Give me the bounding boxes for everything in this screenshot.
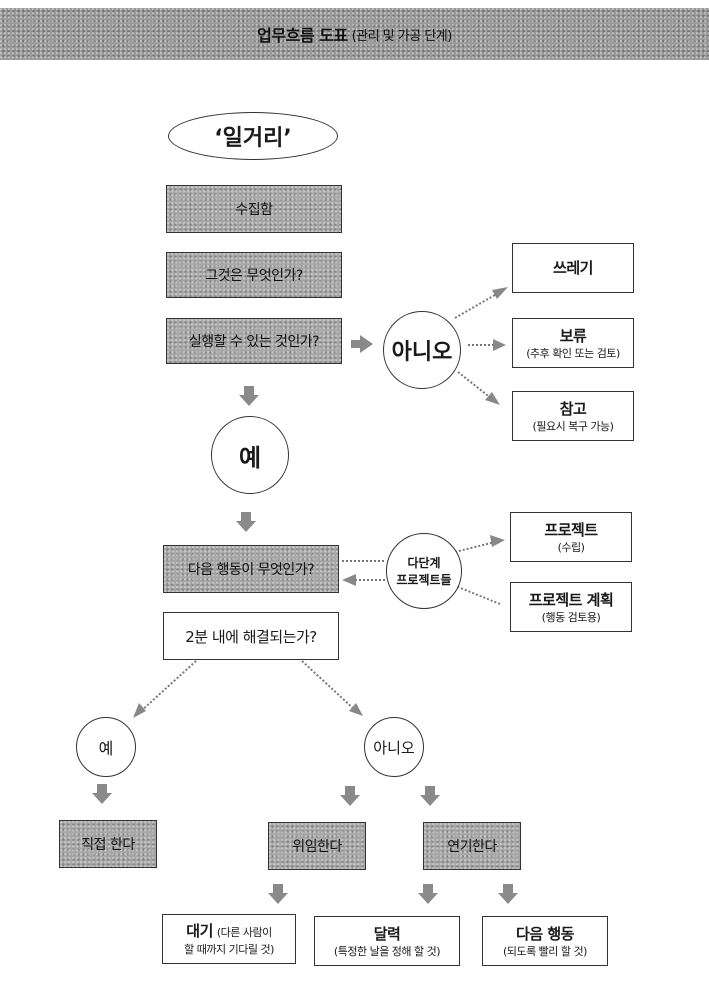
next-actions-label: 다음 행동 [516,924,574,943]
two-minutes-box: 2분 내에 해결되는가? [163,612,339,660]
no-top-circle: 아니오 [383,311,461,389]
do-it-box: 직접 한다 [59,820,157,868]
arrow-down-to-do-it [92,784,112,804]
arrow-down-to-waiting [268,884,288,904]
waiting-for-sub-inline: (다른 사람이 [216,926,272,939]
arrowhead-no-bottom [349,703,363,716]
line-two-min-to-no [301,660,356,711]
waiting-for-label: 대기 [186,922,213,940]
reference-label: 참고 [559,399,587,418]
defer-label: 연기한다 [447,839,497,855]
arrowhead-someday [493,339,506,351]
next-action-box: 다음 행동이 무엇인가? [163,545,339,593]
collect-box: 수집함 [166,185,342,233]
do-it-label: 직접 한다 [81,837,135,853]
next-actions-box: 다음 행동 (되도록 빨리 할 것) [482,916,608,966]
multi-step-line2: 프로젝트들 [396,573,452,587]
arrow-down-to-next-action [236,512,256,532]
no-top-label: 아니오 [391,340,453,365]
what-is-it-label: 그것은 무엇인가? [205,268,303,284]
delegate-label: 위임한다 [292,839,342,855]
actionable-box: 실행할 수 있는 것인가? [166,318,342,364]
no-bottom-label: 아니오 [373,738,415,757]
diagram-title: 업무흐름 도표 [257,26,348,45]
trash-label: 쓰레기 [553,259,593,277]
defer-box: 연기한다 [423,822,521,870]
someday-label: 보류 [559,326,587,345]
yes-top-label: 예 [238,443,262,472]
title-bar: 업무흐름 도표 (관리 및 가공 단계) [0,8,709,60]
yes-top-circle: 예 [211,416,289,494]
calendar-box: 달력 (특정한 날을 정해 할 것) [314,916,460,966]
waiting-for-box: 대기 (다른 사람이 할 때까지 기다릴 것) [162,914,296,964]
arrow-down-to-defer [420,786,440,806]
stuff-label: ‘일거리’ [214,126,292,151]
line-two-min-to-yes [139,660,197,713]
projects-sublabel: (수립) [557,540,585,554]
waiting-for-line1: 대기 (다른 사람이 [186,921,272,942]
next-action-label: 다음 행동이 무엇인가? [187,562,315,578]
no-bottom-circle: 아니오 [364,717,424,777]
yes-bottom-label: 예 [98,739,114,758]
project-plans-sublabel: (행동 검토용) [541,610,601,624]
line-no-to-reference [457,371,493,400]
line-plans-to-multi [457,586,501,605]
calendar-sublabel: (특정한 날을 정해 할 것) [333,944,441,958]
what-is-it-box: 그것은 무엇인가? [166,252,342,298]
project-plans-box: 프로젝트 계획 (행동 검토용) [510,582,632,632]
arrow-down-to-yes [239,386,259,406]
projects-box: 프로젝트 (수립) [510,512,632,562]
diagram-subtitle: (관리 및 가공 단계) [351,28,453,44]
line-multi-to-project [454,541,496,553]
line-no-to-trash [454,291,501,319]
arrowhead-trash [492,287,508,299]
arrowhead-yes-bottom [133,703,146,718]
reference-sublabel: (필요시 복구 가능) [532,419,614,433]
multi-step-line1: 다단계 [407,556,441,570]
arrow-down-to-delegate [340,786,360,806]
reference-box: 참고 (필요시 복구 가능) [512,391,634,441]
collect-label: 수집함 [235,202,273,218]
trash-box: 쓰레기 [512,243,634,293]
arrowhead-project [490,535,505,547]
actionable-label: 실행할 수 있는 것인가? [188,334,320,350]
someday-box: 보류 (추후 확인 또는 검토) [512,318,634,368]
arrowhead-back-to-next-action [342,574,356,586]
multi-step-circle: 다단계 프로젝트들 [386,533,462,609]
next-actions-sublabel: (되도록 빨리 할 것) [503,944,587,958]
arrow-right-to-no [351,335,373,353]
project-plans-label: 프로젝트 계획 [528,590,614,609]
two-minutes-label: 2분 내에 해결되는가? [185,627,317,646]
calendar-label: 달력 [373,924,401,943]
yes-bottom-circle: 예 [76,717,136,777]
waiting-for-sub2: 할 때까지 기다릴 것) [184,943,274,956]
projects-label: 프로젝트 [544,520,598,539]
someday-sublabel: (추후 확인 또는 검토) [526,346,620,360]
arrow-down-to-calendar [418,884,438,904]
stuff-node: ‘일거리’ [168,112,338,160]
arrowhead-reference [485,392,500,405]
delegate-box: 위임한다 [268,822,366,870]
arrow-down-to-next-actions [498,884,518,904]
